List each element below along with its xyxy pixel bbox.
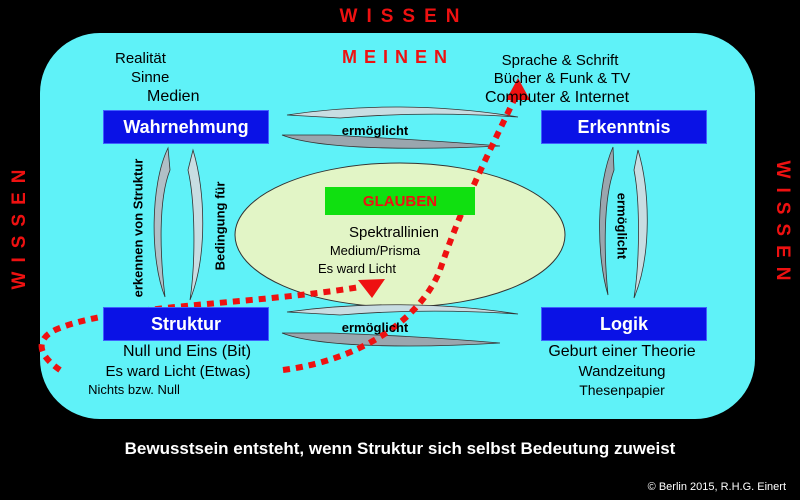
swoosh-top-lower xyxy=(281,134,501,149)
label-es-ward-licht: Es ward Licht xyxy=(317,261,397,276)
dotted-path-loop xyxy=(38,284,361,373)
box-logik: Logik xyxy=(541,307,707,341)
swoosh-left-a xyxy=(153,146,171,298)
arrowhead-down xyxy=(358,279,385,298)
label-geburt-theorie: Geburt einer Theorie xyxy=(548,343,696,360)
box-struktur: Struktur xyxy=(103,307,269,341)
swoosh-bottom-lower xyxy=(281,332,501,347)
dotted-path-up xyxy=(282,96,518,373)
swoosh-right-b xyxy=(633,149,648,299)
wissen-top: WISSEN xyxy=(339,6,469,27)
label-wandzeitung: Wandzeitung xyxy=(578,363,666,380)
arrowhead-up xyxy=(506,78,530,100)
label-realitaet: Realität xyxy=(115,50,166,67)
swoosh-left-b xyxy=(187,148,204,301)
arrow-label-bottom: ermöglicht xyxy=(341,320,409,335)
box-erkenntnis: Erkenntnis xyxy=(541,110,707,144)
glauben-box: GLAUBEN xyxy=(325,187,475,215)
label-null-eins: Null und Eins (Bit) xyxy=(122,343,252,360)
label-computer: Computer & Internet xyxy=(484,89,630,106)
label-spektrallinien: Spektrallinien xyxy=(348,224,440,241)
label-buecher: Bücher & Funk & TV xyxy=(493,70,631,87)
label-sprache: Sprache & Schrift xyxy=(501,52,619,69)
swoosh-bottom-upper xyxy=(286,304,519,316)
meinen-label: MEINEN xyxy=(341,47,455,67)
arrow-label-right: ermöglicht xyxy=(614,192,630,260)
arrow-label-top: ermöglicht xyxy=(341,123,409,138)
label-medium-prisma: Medium/Prisma xyxy=(329,243,421,258)
label-sinne: Sinne xyxy=(131,69,170,86)
box-wahrnehmung: Wahrnehmung xyxy=(103,110,269,144)
swoosh-top-upper xyxy=(286,106,519,119)
label-thesenpapier: Thesenpapier xyxy=(579,382,665,398)
label-nichts: Nichts bzw. Null xyxy=(88,382,180,397)
copyright: © Berlin 2015, R.H.G. Einert xyxy=(647,481,786,493)
caption: Bewusstsein entsteht, wenn Struktur sich… xyxy=(124,439,676,458)
arrow-label-left-b: Bedingung für xyxy=(212,181,228,271)
label-medien: Medien xyxy=(147,88,200,105)
swoosh-right-a xyxy=(599,146,615,296)
label-es-ward-licht-etwas: Es ward Licht (Etwas) xyxy=(105,363,251,380)
arrow-label-left-a: erkennen von Struktur xyxy=(130,158,146,298)
